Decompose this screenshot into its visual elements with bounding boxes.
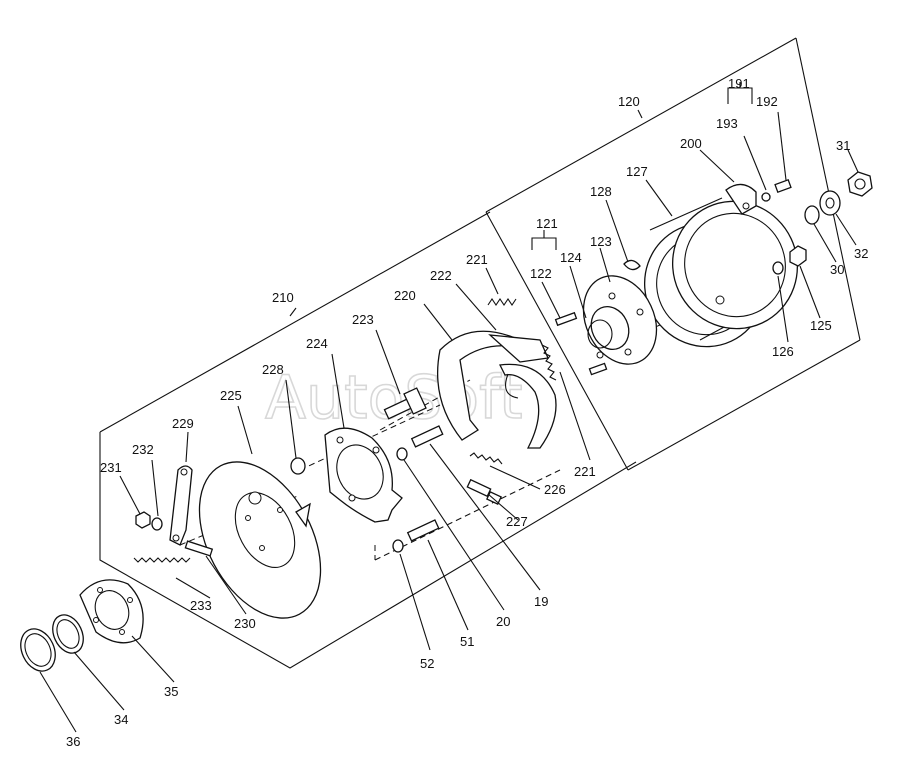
cover-200: [725, 183, 757, 215]
backing-plate-224: [324, 427, 403, 523]
callout-200: 200: [680, 136, 702, 151]
bolt-230: [184, 540, 214, 557]
assembly-210-outline: [99, 37, 861, 669]
callout-127: 127: [626, 164, 648, 179]
spring-221-right: [541, 344, 557, 381]
brake-drum-127: [643, 197, 799, 348]
callout-231: 231: [100, 460, 122, 475]
spring-233: [133, 557, 191, 563]
callout-230: 230: [234, 616, 256, 631]
callout-121: 121: [536, 216, 558, 231]
flange-35: [79, 579, 144, 644]
callout-52: 52: [420, 656, 434, 671]
callout-233: 233: [190, 598, 212, 613]
callout-122: 122: [530, 266, 552, 281]
callout-51: 51: [460, 634, 474, 649]
callout-220: 220: [394, 288, 416, 303]
bolt-19: [410, 425, 444, 448]
callout-221-bottom: 221: [574, 464, 596, 479]
washer-232: [151, 517, 163, 531]
adjuster-227: [466, 478, 502, 506]
plate-222: [488, 334, 549, 363]
spring-221-top: [487, 298, 517, 306]
callout-191: 191: [728, 76, 750, 91]
washer-228: [290, 457, 306, 475]
brake-shoes-220: [437, 330, 557, 449]
callout-123: 123: [590, 234, 612, 249]
callout-120: 120: [618, 94, 640, 109]
washer-126: [772, 261, 784, 275]
callout-31: 31: [836, 138, 850, 153]
callout-224: 224: [306, 336, 328, 351]
nut-231: [135, 511, 151, 529]
callout-124: 124: [560, 250, 582, 265]
lever-229: [169, 465, 193, 546]
callout-19: 19: [534, 594, 548, 609]
leader-lines: [39, 82, 859, 733]
callout-32: 32: [854, 246, 868, 261]
clip-128: [623, 259, 641, 271]
washer-32: [819, 190, 841, 216]
wheel-hub-121: [582, 275, 658, 365]
ring-36: [20, 628, 56, 672]
callout-229: 229: [172, 416, 194, 431]
callout-225: 225: [220, 388, 242, 403]
callout-227: 227: [506, 514, 528, 529]
screw-192: [774, 179, 792, 193]
callout-193: 193: [716, 116, 738, 131]
callout-228: 228: [262, 362, 284, 377]
ring-34: [52, 614, 84, 654]
callout-210: 210: [272, 290, 294, 305]
callout-36: 36: [66, 734, 80, 749]
nut-31: [847, 171, 873, 197]
nut-125: [789, 245, 807, 267]
callout-221-top: 221: [466, 252, 488, 267]
callout-192: 192: [756, 94, 778, 109]
watermark-text: AutoSoft: [265, 363, 523, 433]
callout-125: 125: [810, 318, 832, 333]
washer-193: [761, 192, 771, 202]
callout-128: 128: [590, 184, 612, 199]
shaft-223: [383, 387, 427, 420]
callout-34: 34: [114, 712, 128, 727]
callout-232: 232: [132, 442, 154, 457]
callout-labels: 31 32 30 125 126 120 191 192 193 200 127…: [66, 76, 868, 749]
assembly-120-outline: [485, 37, 861, 471]
washer-52: [392, 539, 404, 553]
callout-223: 223: [352, 312, 374, 327]
dust-cover-225: [198, 461, 322, 619]
washer-20: [396, 447, 408, 461]
callout-30: 30: [830, 262, 844, 277]
callout-35: 35: [164, 684, 178, 699]
callout-226: 226: [544, 482, 566, 497]
hub-bolts: [554, 311, 608, 376]
spring-226: [469, 452, 503, 465]
callout-126: 126: [772, 344, 794, 359]
bolt-51: [406, 519, 440, 542]
callout-20: 20: [496, 614, 510, 629]
callout-222: 222: [430, 268, 452, 283]
ring-30: [804, 205, 820, 225]
